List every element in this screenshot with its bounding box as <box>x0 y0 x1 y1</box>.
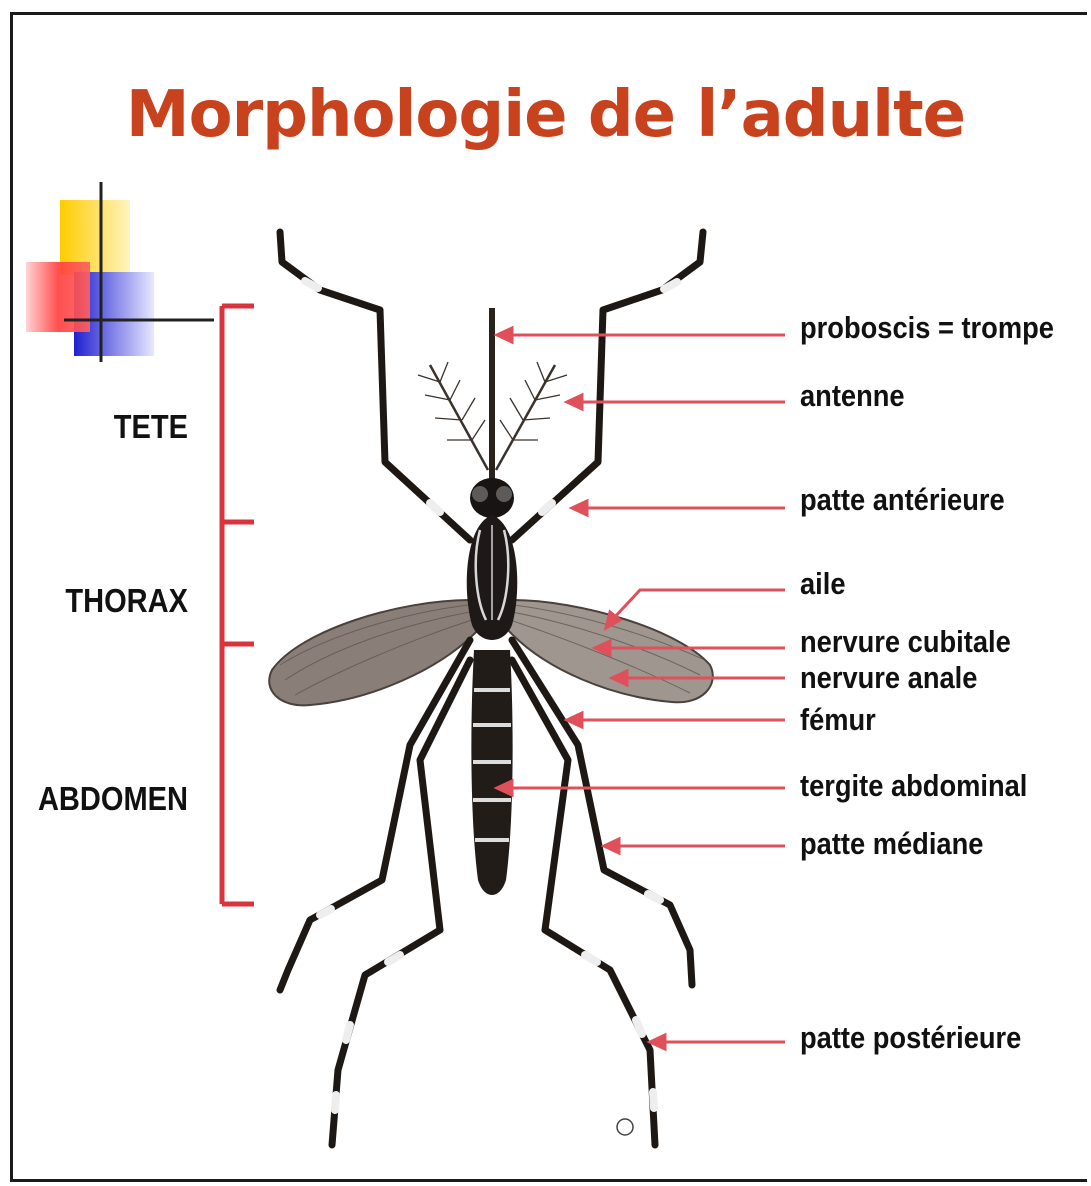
label-wing: aile <box>800 566 846 602</box>
label-front-leg: patte antérieure <box>800 482 1005 518</box>
label-abdominal-tergite: tergite abdominal <box>800 768 1027 804</box>
label-hind-leg: patte postérieure <box>800 1020 1021 1056</box>
label-middle-leg: patte médiane <box>800 826 983 862</box>
abdomen <box>471 650 512 895</box>
label-femur: fémur <box>800 702 876 738</box>
label-anal-vein: nervure anale <box>800 660 977 696</box>
region-bracket <box>222 306 254 904</box>
artist-mark <box>617 1119 633 1135</box>
label-proboscis: proboscis = trompe <box>800 310 1054 346</box>
label-antenna: antenne <box>800 378 905 414</box>
label-cubital-vein: nervure cubitale <box>800 624 1011 660</box>
